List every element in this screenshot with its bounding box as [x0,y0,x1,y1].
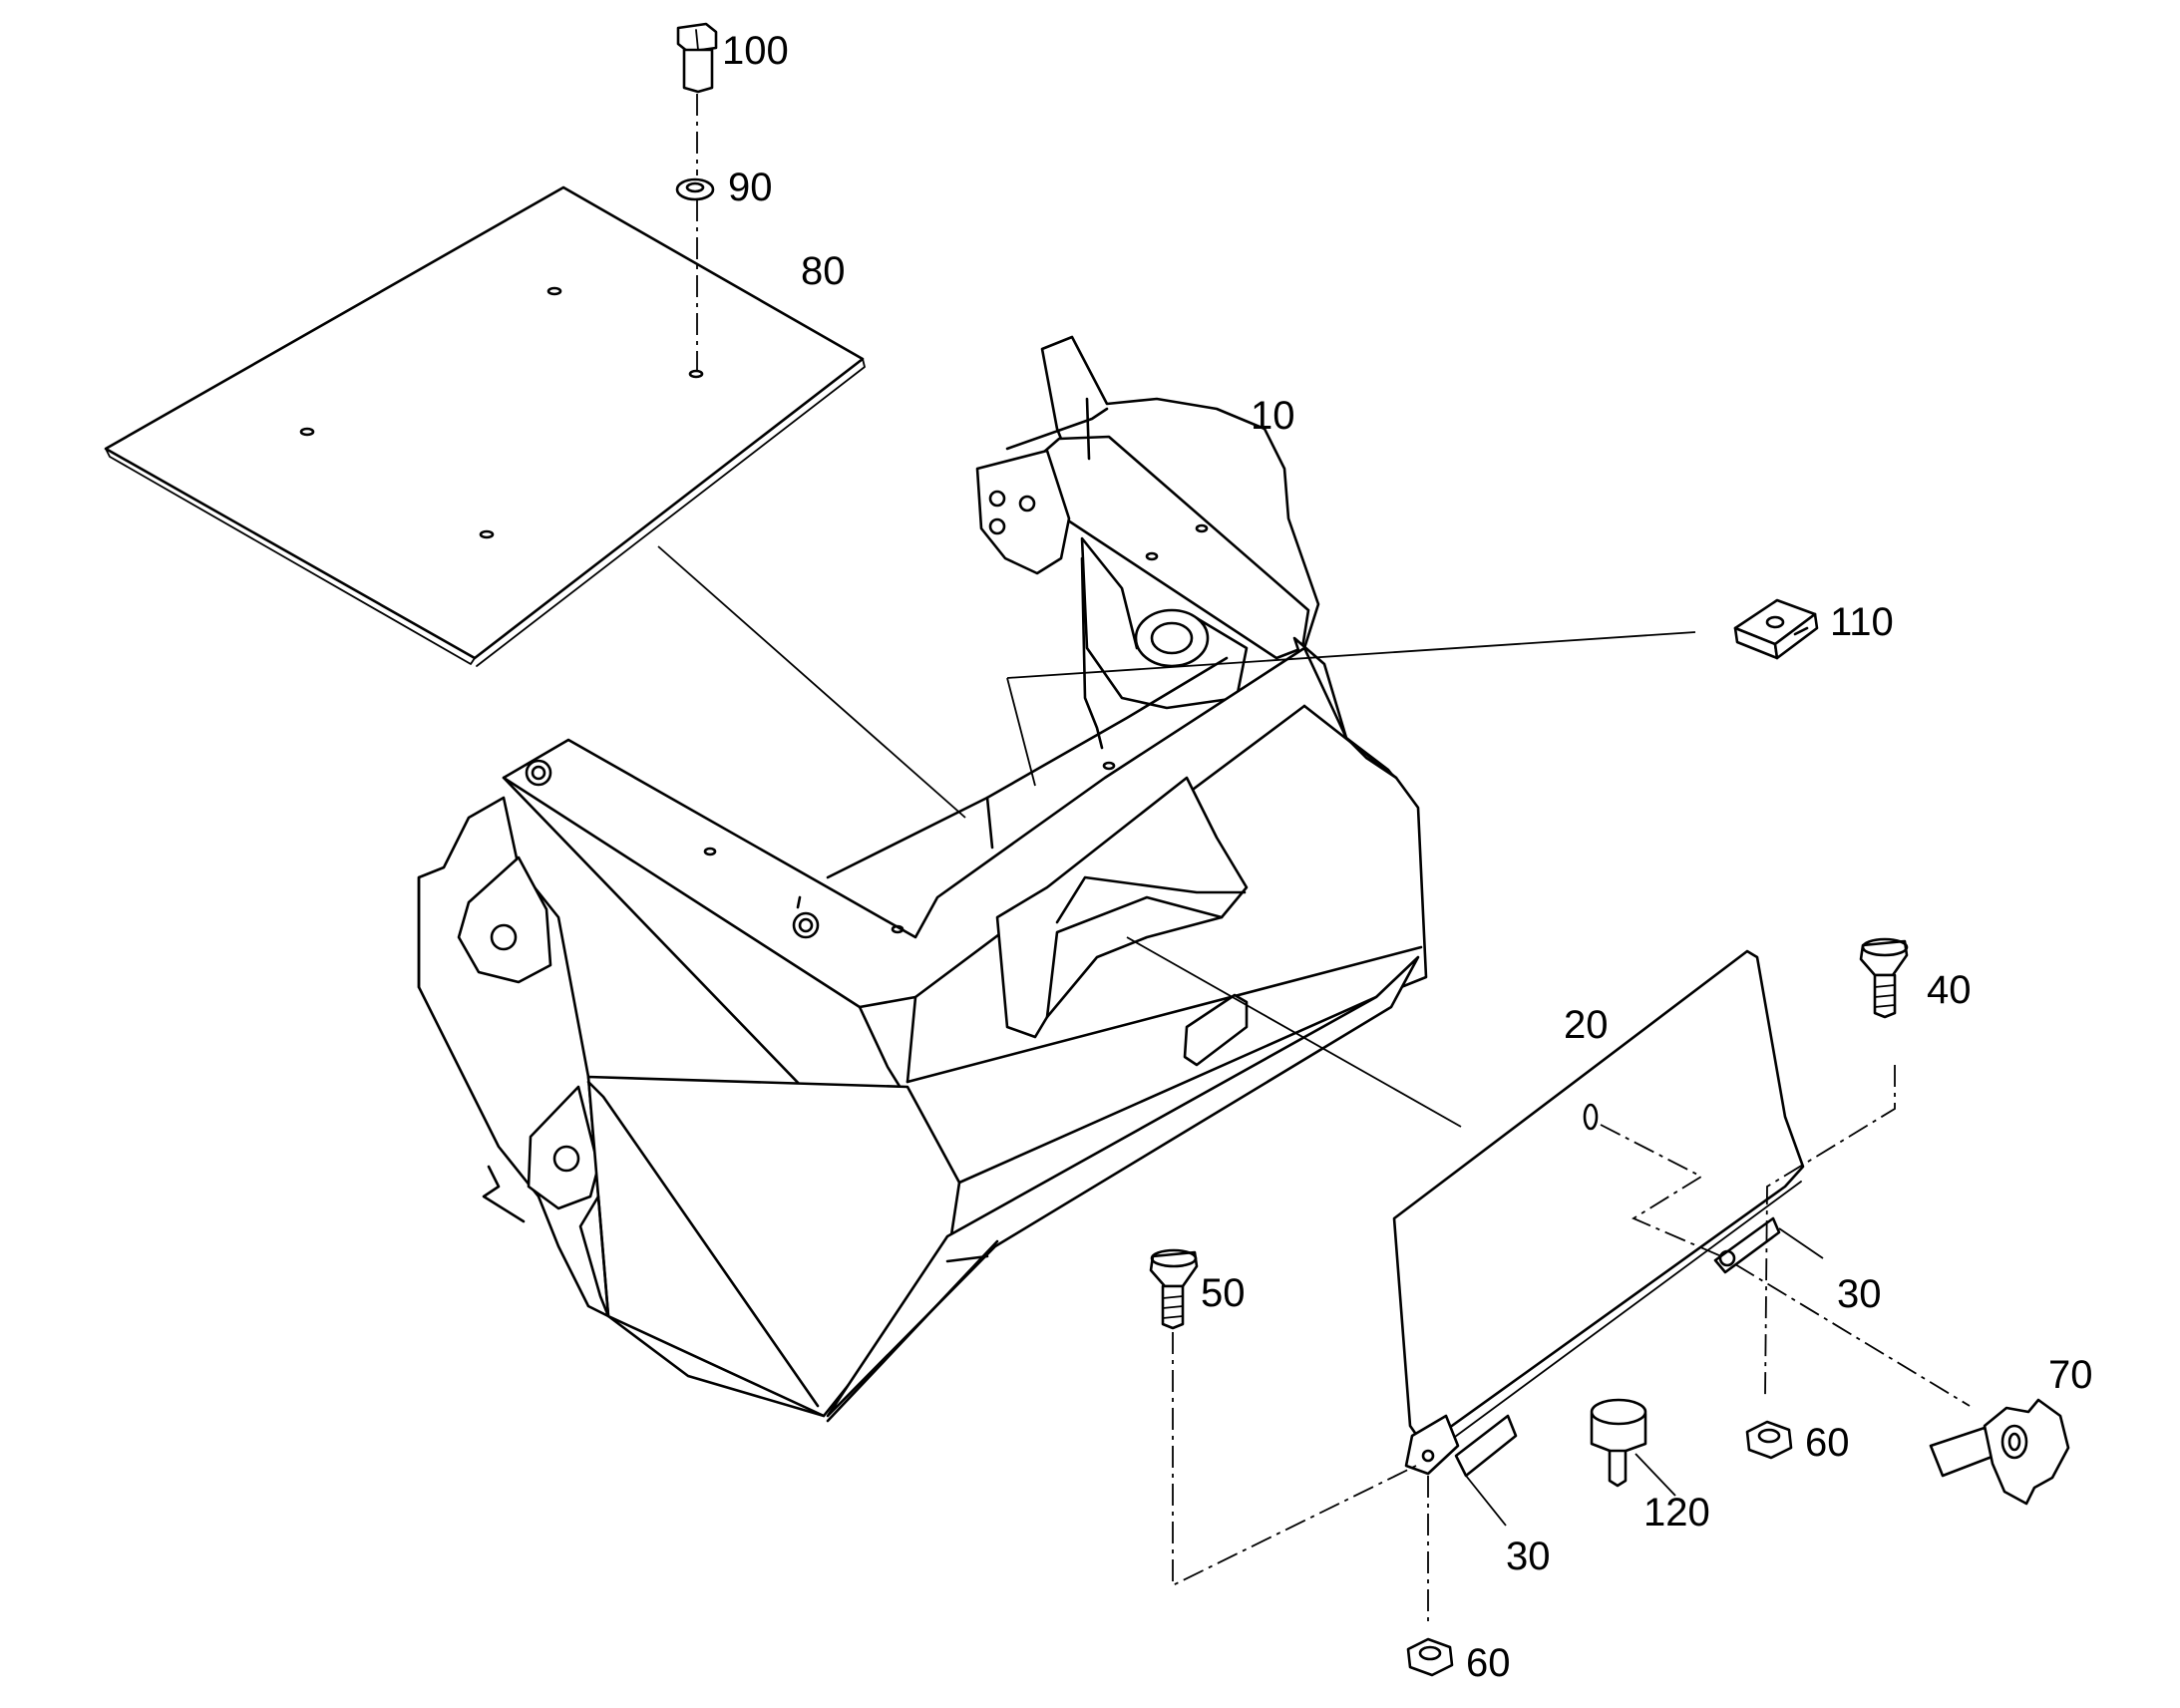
part-70-latch [1929,1398,2070,1506]
part-40-countersunk-screw [1859,937,1909,1019]
part-60-hex-nut-right [1745,1420,1793,1460]
callout-60-right: 60 [1805,1421,1850,1465]
callout-110: 110 [1830,600,1894,644]
callout-labels: 100 90 80 10 110 40 20 30 50 70 60 120 3… [722,29,2093,1685]
part-30-hinge-lower [1404,1414,1518,1478]
leader-30-lower [1465,1475,1507,1527]
axis-line-40 [1764,1065,1896,1397]
part-50-countersunk-screw [1149,1248,1199,1330]
part-120-knob [1590,1398,1647,1488]
callout-10: 10 [1251,394,1295,438]
callout-70: 70 [2048,1353,2093,1397]
part-60-hex-nut-lower [1406,1637,1454,1677]
part-110-clip-nut [1733,598,1819,660]
callout-50: 50 [1201,1271,1246,1315]
axis-line-50 [1172,1332,1417,1587]
callout-100: 100 [722,29,789,73]
callout-90: 90 [728,166,773,209]
part-20-door-panel [1392,949,1805,1478]
part-10-bracket-body [417,335,1428,1423]
axis-line-20-hole [1600,1124,1722,1257]
leader-30-upper [1778,1227,1824,1259]
callout-20: 20 [1564,1003,1609,1047]
callout-30-upper: 30 [1837,1272,1882,1316]
leader-120 [1635,1453,1676,1497]
leader-20 [1126,936,1462,1128]
leader-110-b [1006,677,1036,787]
leader-80 [657,545,966,819]
callout-80: 80 [801,249,846,293]
part-30-hinge-upper [1713,1216,1781,1274]
axis-line-70 [1734,1263,1971,1407]
part-80-cover-plate [104,185,866,667]
callout-60-lower: 60 [1466,1641,1511,1685]
callout-40: 40 [1927,968,1972,1012]
part-90-washer [675,177,715,201]
leader-110-a [1006,631,1696,679]
callout-30-lower: 30 [1506,1535,1551,1578]
callout-120: 120 [1643,1491,1710,1535]
part-100-hex-bolt [676,22,718,94]
